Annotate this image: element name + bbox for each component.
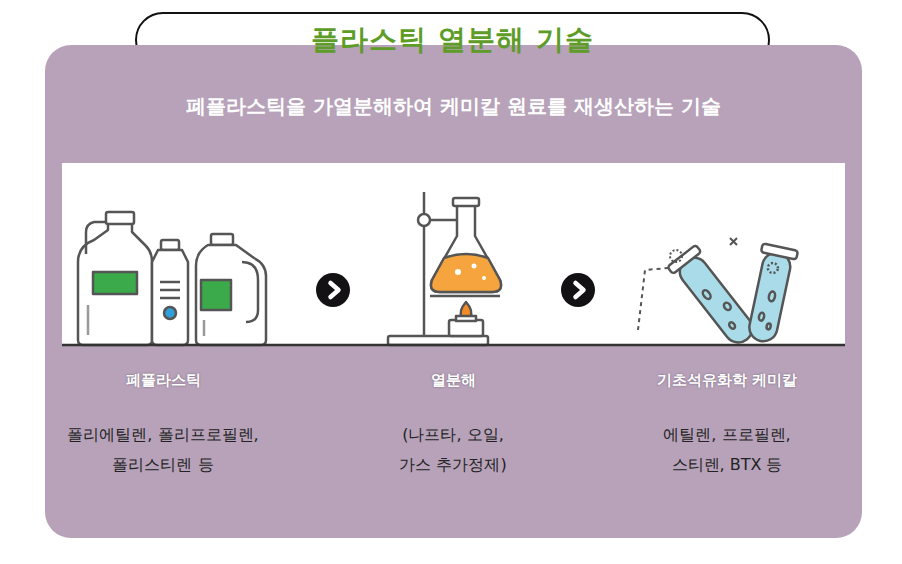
stage-description: 폴리에틸렌, 폴리프로필렌, 폴리스티렌 등 xyxy=(47,420,279,480)
plastic-jug xyxy=(78,212,152,345)
base-line xyxy=(62,344,845,347)
step-arrow xyxy=(519,273,641,307)
illustration-part xyxy=(667,245,701,274)
illustration-part xyxy=(160,289,180,292)
arrow-badge xyxy=(316,273,350,307)
plastic-jug xyxy=(196,234,266,345)
illustration-part xyxy=(431,204,501,292)
stage-description: (나프타, 오일, 가스 추가정제) xyxy=(387,420,519,480)
illustration-part xyxy=(667,245,761,351)
illustration-part xyxy=(418,214,430,226)
stage-column: 열분해 (나프타, 오일, 가스 추가정제) xyxy=(387,175,519,480)
illustration-part xyxy=(106,212,134,224)
stage-heading: 폐플라스틱 xyxy=(47,371,279,390)
illustration-part xyxy=(758,312,765,321)
illustration-part xyxy=(211,234,233,245)
illustration-part xyxy=(431,254,501,292)
arrow-head xyxy=(576,283,584,297)
illustration-part xyxy=(701,289,712,301)
title-text: 플라스틱 열분해 기술 xyxy=(311,21,594,59)
content-panel: 폐플라스틱폴리에틸렌, 폴리프로필렌, 폴리스티렌 등열분해(나프타, 오일, … xyxy=(45,45,862,538)
illustration-part xyxy=(761,243,798,259)
step-arrow xyxy=(279,273,387,307)
illustration-part xyxy=(767,262,779,274)
white-band xyxy=(62,163,845,346)
illustration-part xyxy=(388,336,488,345)
plastic-bottle xyxy=(152,240,188,345)
illustration-part xyxy=(730,238,737,245)
burner xyxy=(449,302,483,336)
test-tubes xyxy=(638,238,798,350)
stage-description: 에틸렌, 프로필렌, 스티렌, BTX 등 xyxy=(641,420,813,480)
illustration-part xyxy=(638,268,668,330)
illustration-part xyxy=(482,276,486,280)
illustration-part xyxy=(160,297,180,300)
illustration-part xyxy=(674,252,758,348)
flask xyxy=(431,198,501,292)
illustration-part xyxy=(87,305,90,335)
illustration-part xyxy=(242,262,258,322)
stage-heading: 열분해 xyxy=(387,371,519,390)
illustration-part xyxy=(670,250,682,262)
illustration-part xyxy=(78,222,152,345)
illustration-part xyxy=(86,222,106,254)
stage-column: 폐플라스틱폴리에틸렌, 폴리프로필렌, 폴리스티렌 등 xyxy=(47,175,279,480)
illustration-part xyxy=(152,250,188,345)
connector-line xyxy=(519,290,641,291)
illustration-part xyxy=(203,320,206,336)
arrow-head xyxy=(331,283,339,297)
illustration-part xyxy=(728,321,736,330)
lab-stand xyxy=(388,192,500,345)
illustration-part xyxy=(161,240,179,250)
illustration-part xyxy=(430,295,500,298)
illustration-part xyxy=(456,316,476,321)
illustration-part xyxy=(449,320,483,336)
subtitle-text: 폐플라스틱을 가열분해하여 케미칼 원료를 재생산하는 기술 xyxy=(45,93,862,120)
connector-line xyxy=(279,290,387,291)
illustration-part xyxy=(93,272,137,294)
illustration-part xyxy=(455,269,461,275)
illustration-part xyxy=(201,280,231,310)
illustration-part xyxy=(423,192,426,336)
illustration-part xyxy=(196,245,266,345)
illustration-part xyxy=(747,250,793,344)
illustration-part xyxy=(160,281,180,284)
illustration-part xyxy=(453,198,479,206)
arrow-badge xyxy=(561,273,595,307)
illustration-part xyxy=(472,264,477,269)
illustration-part xyxy=(424,219,462,222)
illustration-part xyxy=(768,291,776,302)
stage-heading: 기초석유화학 케미칼 xyxy=(641,371,813,390)
stage-column: 기초석유화학 케미칼에틸렌, 프로필렌, 스티렌, BTX 등 xyxy=(641,175,813,480)
illustration-part xyxy=(766,323,771,330)
illustration-part xyxy=(743,243,798,344)
illustration-part xyxy=(164,307,176,319)
illustration-part xyxy=(723,301,733,311)
illustration-part xyxy=(461,302,472,320)
